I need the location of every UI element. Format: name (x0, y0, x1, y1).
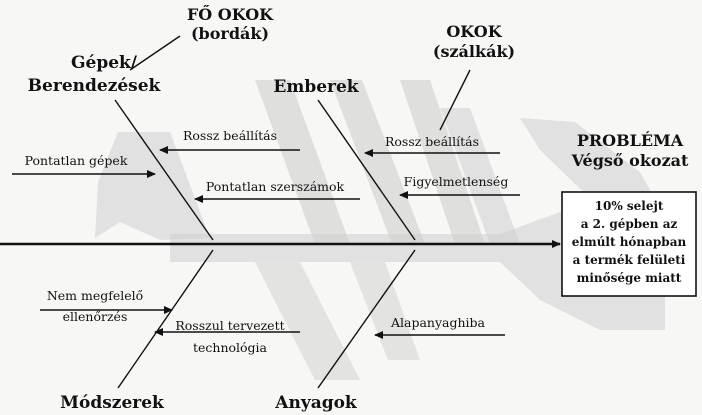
cause-methods-technology-line2: technológia (193, 340, 268, 355)
cause-materials-raw: Alapanyaghiba (390, 315, 486, 330)
cause-machines-setting: Rossz beállítás (183, 128, 277, 143)
problem-box-line5: minősége miatt (577, 271, 682, 285)
legend-sub-pointer (439, 69, 471, 131)
bone-materials (317, 249, 416, 389)
cause-people-attention: Figyelmetlenség (404, 174, 509, 189)
problem-box-line4: a termék felületi (573, 253, 686, 267)
category-machines-line1: Gépek/ (71, 53, 138, 73)
category-machines-line2: Berendezések (28, 76, 162, 96)
problem-title-line1: PROBLÉMA (577, 130, 684, 150)
legend-main-pointer (129, 35, 181, 71)
problem-box (561, 191, 697, 297)
cause-machines-imprecise: Pontatlan gépek (25, 153, 128, 168)
problem-box-line3: elmúlt hónapban (572, 235, 687, 249)
category-people: Emberek (273, 77, 359, 97)
legend-main-line2: (bordák) (191, 24, 269, 43)
problem-box-line2: a 2. gépben az (581, 217, 678, 231)
category-materials: Anyagok (274, 393, 358, 413)
problem-title-line2: Végső okozat (571, 151, 689, 170)
bone-methods (117, 249, 214, 389)
legend-sub-line2: (szálkák) (433, 42, 515, 61)
cause-people-setting: Rossz beállítás (385, 134, 479, 149)
bone-people (317, 99, 416, 241)
cause-methods-control-line1: Nem megfelelő (47, 288, 143, 303)
problem-box-line1: 10% selejt (595, 199, 664, 213)
cause-machines-tools: Pontatlan szerszámok (206, 179, 345, 194)
background-fish-silhouette (95, 80, 665, 380)
legend-main-line1: FŐ OKOK (187, 4, 274, 24)
category-methods: Módszerek (60, 393, 165, 413)
cause-methods-technology-line1: Rosszul tervezett (175, 318, 284, 333)
cause-methods-control-line2: ellenőrzés (63, 309, 128, 324)
bone-machines (114, 99, 214, 241)
legend-sub-line1: OKOK (446, 22, 502, 41)
